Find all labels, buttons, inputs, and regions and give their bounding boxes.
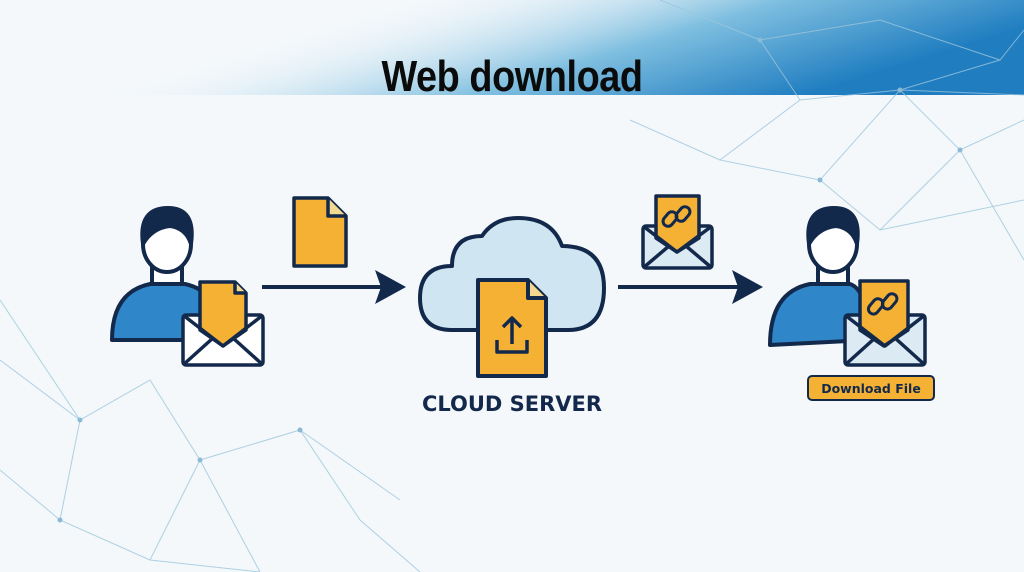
download-file-button[interactable]: Download File: [807, 375, 935, 401]
page-title: Web download: [381, 52, 643, 101]
arrow-to-server: [262, 270, 406, 304]
envelope-with-file-icon: [181, 280, 265, 367]
arrow-to-recipient: [618, 270, 763, 304]
envelope-with-link-icon: [641, 194, 714, 270]
file-icon: [292, 196, 348, 268]
envelope-with-link-icon-recipient: [843, 279, 927, 367]
cloud-server-label: CLOUD SERVER: [421, 392, 603, 416]
cloud-server-icon: [418, 216, 606, 378]
